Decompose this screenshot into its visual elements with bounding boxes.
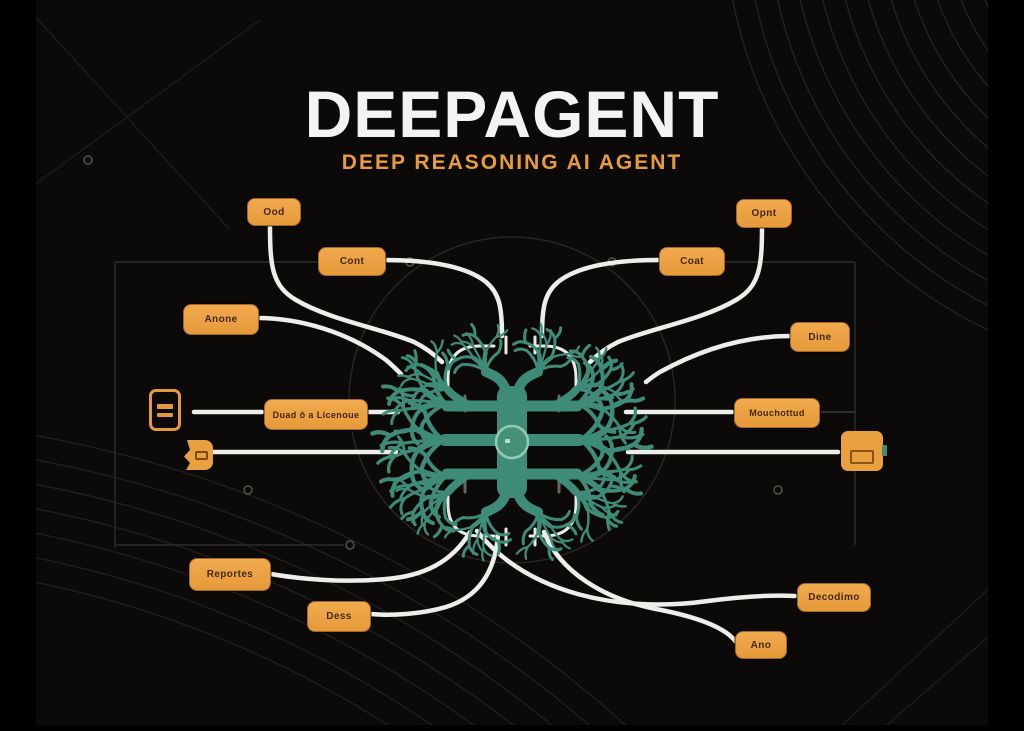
connector-line: [541, 529, 739, 645]
diagram-node-1: Ood: [247, 198, 301, 226]
diagram-node-10: Mouchottud: [734, 398, 820, 428]
letterbox-right: [988, 0, 1024, 731]
connector-line: [267, 223, 445, 365]
connector-line: [254, 315, 404, 377]
diagram-node-6: Dess: [307, 601, 371, 632]
diagram-node-4: Duad ô a Licenoue: [264, 399, 368, 430]
page-subtitle: DEEP REASONING AI AGENT: [341, 151, 683, 174]
letterbox-left: [0, 0, 36, 731]
diagram-node-12: Ano: [735, 631, 787, 659]
diagram-node-2: Cont: [318, 247, 386, 276]
corner-arcs-top-right: [732, 0, 1024, 347]
hand-icon: [184, 440, 213, 470]
connector-line: [368, 532, 501, 617]
diagram-node-7: Opnt: [736, 199, 792, 228]
diagram-node-9: Dine: [790, 322, 850, 352]
neural-tree-icon: [372, 313, 651, 571]
core-nucleus: [494, 424, 530, 460]
letterbox-bottom: [0, 725, 1024, 731]
document-icon: [149, 389, 181, 431]
diagram-node-8: Coat: [659, 247, 725, 276]
connector-line: [643, 333, 793, 385]
connector-line: [268, 529, 473, 583]
diagram-node-5: Reportes: [189, 558, 271, 591]
connector-line: [381, 257, 505, 339]
connector-line: [474, 528, 798, 607]
page-title: DEEPAGENT: [304, 77, 720, 151]
diagram-node-11: Decodimo: [797, 583, 871, 612]
card-icon: [841, 431, 887, 471]
diagram-node-3: Anone: [183, 304, 259, 335]
connector-line: [539, 257, 662, 339]
connector-wires: [191, 223, 841, 645]
